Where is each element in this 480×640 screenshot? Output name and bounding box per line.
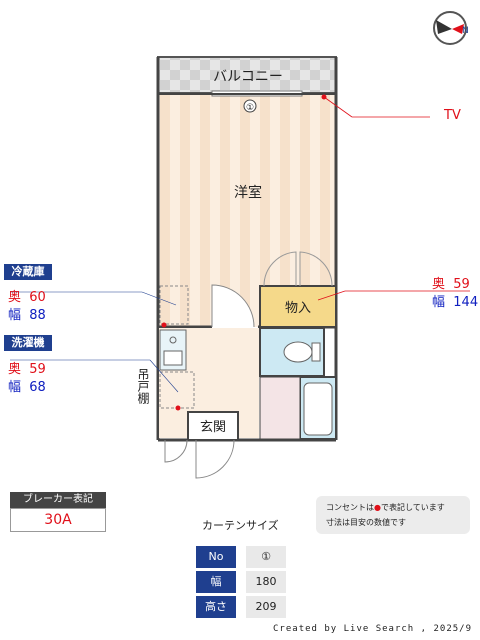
entrance (187, 411, 239, 441)
washer-width: 幅 68 (8, 380, 46, 395)
storage-label: 物入 (285, 301, 311, 316)
western-room-label: 洋室 (234, 184, 262, 201)
storage-leader (317, 290, 346, 301)
note-box (316, 496, 470, 534)
curtain-value-width: 180 (246, 571, 286, 593)
fridge-width: 幅 88 (8, 308, 46, 323)
fridge-depth: 奥 60 (8, 290, 46, 305)
bathtub (303, 382, 333, 436)
curtain-header-width: 幅 (196, 571, 236, 593)
window-number-circle (243, 99, 257, 113)
curtain-header-no: No (196, 546, 236, 568)
washer-depth: 奥 59 (8, 362, 46, 377)
tv-label: TV (444, 108, 461, 123)
tv-leader (323, 96, 353, 118)
compass-letter: N (462, 26, 469, 36)
outlet (161, 322, 167, 328)
balcony-label: バルコニー (213, 69, 283, 85)
note-line2: 寸法は目安の数値です (326, 518, 406, 527)
storage-width: 幅 144 (432, 295, 479, 310)
compass: N (433, 11, 469, 45)
fridge-space (159, 285, 189, 325)
storage-depth: 奥 59 (432, 277, 470, 292)
breaker-value: 30A (10, 508, 106, 532)
entrance-label: 玄関 (200, 420, 226, 435)
curtain-header-height: 高さ (196, 596, 236, 618)
washroom (259, 376, 301, 440)
curtain-value-no: ① (246, 546, 286, 568)
shelf-label-text: 吊戸棚 (136, 368, 150, 404)
credit-line: Created by Live Search , 2025/9 (273, 624, 472, 634)
curtain-value-height: 209 (246, 596, 286, 618)
note-line1: コンセントは●で表記しています (326, 503, 445, 512)
window-number: ① (246, 103, 254, 113)
washer-title: 洗濯機 (4, 335, 52, 351)
outlet (175, 405, 181, 411)
storage-closet (259, 285, 337, 328)
curtain-title: カーテンサイズ (202, 519, 279, 532)
fridge-title: 冷蔵庫 (4, 264, 52, 280)
breaker-title: ブレーカー表記 (10, 492, 106, 508)
